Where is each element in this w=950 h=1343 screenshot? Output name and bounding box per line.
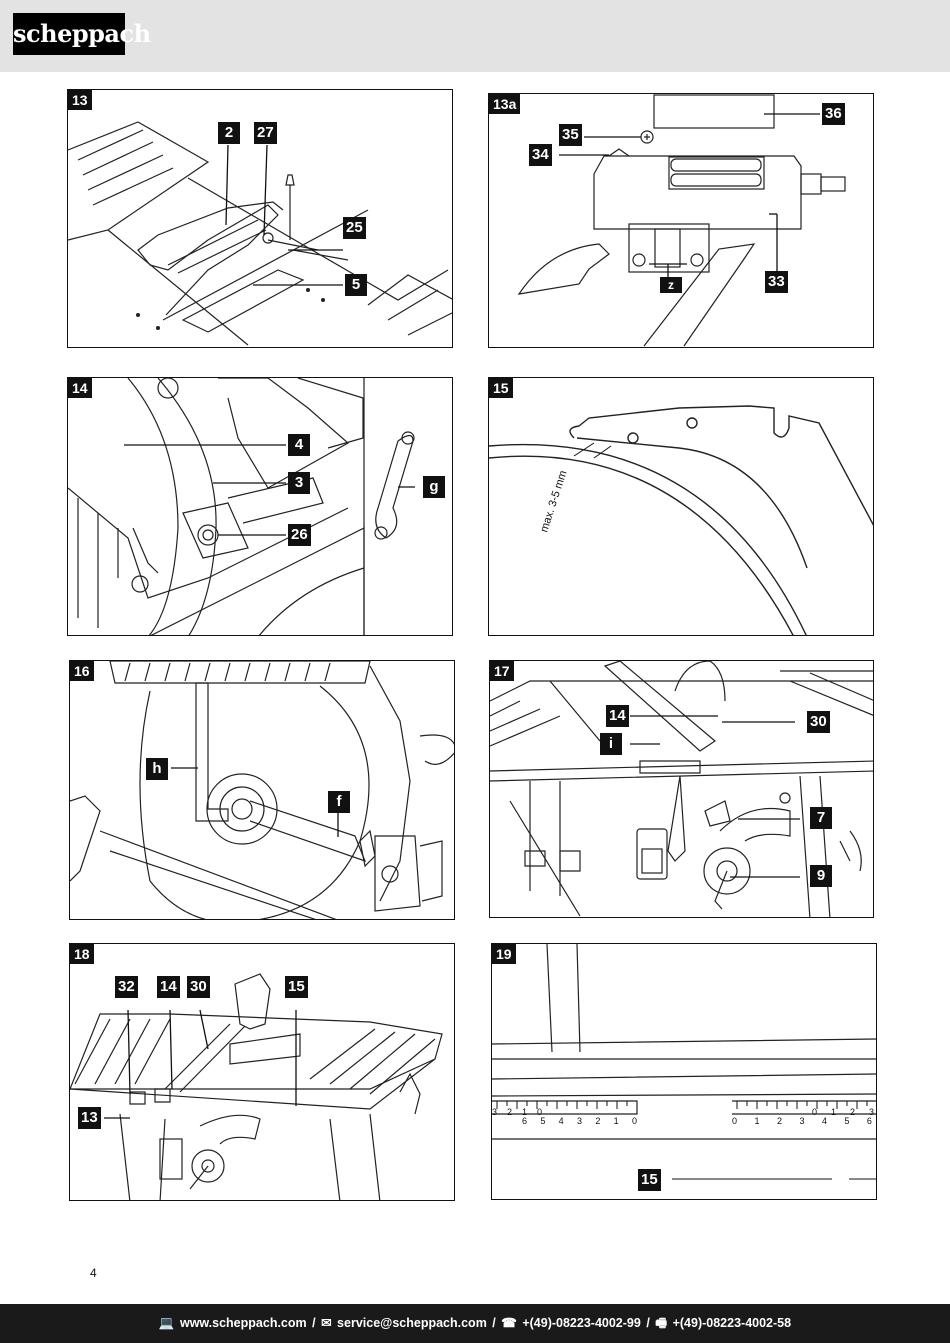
scale-tick-label: 4	[558, 1116, 564, 1126]
figure-15-label: 15	[489, 378, 513, 398]
computer-icon: 💻	[158, 1316, 175, 1330]
separator: /	[492, 1316, 496, 1330]
figure-14: 14 4 3 g 26	[67, 377, 453, 636]
separator: /	[312, 1316, 316, 1330]
mail-icon: ✉	[321, 1316, 332, 1330]
figure-13a-label: 13a	[489, 94, 521, 114]
phone-icon: ☎	[501, 1316, 517, 1330]
scale-tick-label: 5	[844, 1116, 850, 1126]
callout-30: 30	[187, 976, 210, 998]
scale-right: 0 1 2 3 4 5 6	[732, 1116, 872, 1126]
callout-27: 27	[254, 122, 277, 144]
callout-33: 33	[765, 271, 788, 293]
scale-tick-label: 1	[830, 1107, 836, 1117]
callout-g: g	[423, 476, 445, 498]
phone-number: +(49)-08223-4002-99	[522, 1316, 641, 1330]
scale-tick-label: 6	[522, 1116, 528, 1126]
callout-15: 15	[638, 1169, 661, 1191]
page-number: 4	[90, 1266, 97, 1280]
callout-9: 9	[810, 865, 832, 887]
figure-13: 13 2 27 25 5	[67, 89, 453, 348]
scale-tick-label: 3	[576, 1116, 582, 1126]
callout-25: 25	[343, 217, 366, 239]
scale-tick-label: 0	[812, 1107, 818, 1117]
callout-35: 35	[559, 124, 582, 146]
scale-tick-label: 1	[521, 1107, 527, 1117]
scale-tick-label: 1	[754, 1116, 760, 1126]
scale-tick-label: 2	[776, 1116, 782, 1126]
figure-16: 16 h f	[69, 660, 455, 920]
page-footer: 💻 www.scheppach.com / ✉ service@scheppac…	[0, 1304, 950, 1343]
figure-18-drawing	[70, 973, 443, 1200]
scale-right-upper: 0 1 2 3	[812, 1107, 874, 1117]
callout-3: 3	[288, 472, 310, 494]
figure-16-label: 16	[70, 661, 94, 681]
callout-14: 14	[606, 705, 629, 727]
callout-14: 14	[157, 976, 180, 998]
figure-19-drawing	[492, 944, 876, 1180]
callout-2: 2	[218, 122, 240, 144]
callout-i: i	[600, 733, 622, 755]
scale-tick-label: 0	[732, 1116, 738, 1126]
fax-number: +(49)-08223-4002-58	[672, 1316, 792, 1330]
website-link[interactable]: www.scheppach.com	[179, 1316, 307, 1330]
callout-f: f	[328, 791, 350, 813]
scale-tick-label: 3	[799, 1116, 805, 1126]
callout-36: 36	[822, 103, 845, 125]
scale-tick-label: 6	[866, 1116, 872, 1126]
figure-16-drawing	[70, 661, 454, 919]
figure-13a-drawing	[517, 94, 846, 347]
scale-left: 6 5 4 3 2 1 0	[522, 1116, 637, 1126]
figure-14-drawing	[68, 378, 415, 635]
callout-5: 5	[345, 274, 367, 296]
figure-13-drawing	[68, 121, 452, 346]
fax-icon: 🖷	[655, 1316, 668, 1330]
figure-19: 19 6 5 4 3 2 1 0 0 1 2 3 4 5 6 3 2 1 0 0…	[491, 943, 877, 1200]
brand-logo: scheppach	[13, 13, 151, 55]
email-link[interactable]: service@scheppach.com	[337, 1316, 487, 1330]
figure-17-label: 17	[490, 661, 514, 681]
page-header: scheppach	[0, 0, 950, 72]
callout-13: 13	[78, 1107, 101, 1129]
figure-18-label: 18	[70, 944, 94, 964]
callout-34: 34	[529, 144, 552, 166]
separator: /	[646, 1316, 650, 1330]
figure-17: 17 14 30 i 7 9	[489, 660, 874, 918]
figure-15-drawing	[489, 405, 873, 635]
scale-tick-label: 1	[613, 1116, 619, 1126]
callout-26: 26	[288, 524, 311, 546]
scale-tick-label: 3	[868, 1107, 874, 1117]
callout-32: 32	[115, 976, 138, 998]
scale-tick-label: 2	[506, 1107, 512, 1117]
scale-tick-label: 3	[492, 1107, 498, 1117]
figure-17-drawing	[490, 661, 873, 917]
figure-13a: 13a 36 35 34 33 z	[488, 93, 874, 348]
scale-tick-label: 4	[821, 1116, 827, 1126]
figure-14-label: 14	[68, 378, 92, 398]
figure-13-label: 13	[68, 90, 92, 110]
figure-19-label: 19	[492, 944, 516, 964]
scale-tick-label: 0	[631, 1116, 637, 1126]
callout-z: z	[660, 277, 682, 293]
scale-tick-label: 0	[536, 1107, 542, 1117]
scale-tick-label: 2	[849, 1107, 855, 1117]
scale-left-upper: 3 2 1 0	[492, 1107, 542, 1117]
figure-18: 18 32 14 30 15 13	[69, 943, 455, 1201]
scale-tick-label: 5	[540, 1116, 546, 1126]
callout-15: 15	[285, 976, 308, 998]
figure-15: 15 max. 3-5 mm	[488, 377, 874, 636]
scale-tick-label: 2	[595, 1116, 601, 1126]
callout-7: 7	[810, 807, 832, 829]
callout-30: 30	[807, 711, 830, 733]
callout-4: 4	[288, 434, 310, 456]
callout-h: h	[146, 758, 168, 780]
